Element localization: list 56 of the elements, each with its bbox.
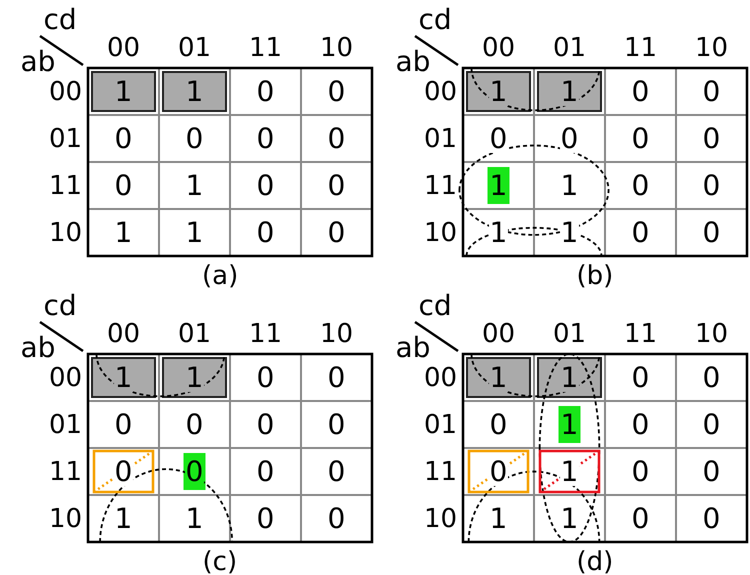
map-value: 1 (488, 364, 508, 392)
map-value: 1 (184, 364, 204, 392)
variable-label: ab (396, 48, 430, 76)
row-header: 11 (49, 458, 82, 484)
column-header: 00 (482, 321, 516, 347)
variable-label: ab (20, 48, 56, 76)
column-header: 11 (249, 35, 282, 61)
column-header: 11 (624, 321, 658, 347)
row-header: 00 (424, 364, 458, 390)
map-value: 0 (114, 458, 134, 486)
column-header: 00 (107, 321, 140, 347)
map-value: 1 (114, 364, 134, 392)
variable-label: cd (418, 6, 452, 34)
column-header: 10 (695, 35, 728, 61)
variable-label: cd (44, 292, 77, 320)
column-header: 00 (482, 35, 516, 61)
column-header: 10 (695, 321, 728, 347)
row-header: 11 (424, 458, 458, 484)
map-caption: (d) (576, 549, 614, 575)
row-header: 00 (49, 78, 82, 104)
map-value: 0 (488, 458, 508, 486)
row-header: 10 (424, 506, 458, 532)
column-header: 11 (249, 321, 282, 347)
map-caption: (a) (202, 263, 238, 289)
map-value: 0 (488, 124, 508, 152)
row-header: 10 (49, 506, 82, 532)
column-header: 01 (553, 35, 586, 61)
row-header: 00 (424, 78, 458, 104)
row-header: 01 (424, 126, 458, 152)
column-header: 10 (320, 35, 354, 61)
column-header: 00 (107, 35, 140, 61)
column-header: 10 (320, 321, 354, 347)
map-value: 1 (560, 458, 580, 486)
column-header: 11 (624, 35, 658, 61)
column-header: 01 (553, 321, 586, 347)
map-value: 1 (488, 78, 508, 106)
row-header: 10 (49, 220, 82, 246)
row-header: 01 (49, 126, 82, 152)
map-value: 1 (560, 364, 580, 392)
variable-label: cd (418, 292, 452, 320)
row-header: 11 (49, 172, 82, 198)
row-header: 01 (49, 412, 82, 438)
variable-label: ab (396, 334, 430, 362)
variable-label: ab (20, 334, 56, 362)
variable-label: cd (44, 6, 77, 34)
row-header: 01 (424, 412, 458, 438)
row-header: 10 (424, 220, 458, 246)
column-header: 01 (178, 321, 212, 347)
map-caption: (c) (202, 549, 238, 575)
map-value: 0 (184, 458, 204, 486)
row-header: 00 (49, 364, 82, 390)
column-header: 01 (178, 35, 212, 61)
map-value: 1 (560, 78, 580, 106)
map-caption: (b) (576, 263, 614, 289)
row-header: 11 (424, 172, 458, 198)
map-value: 0 (560, 124, 580, 152)
